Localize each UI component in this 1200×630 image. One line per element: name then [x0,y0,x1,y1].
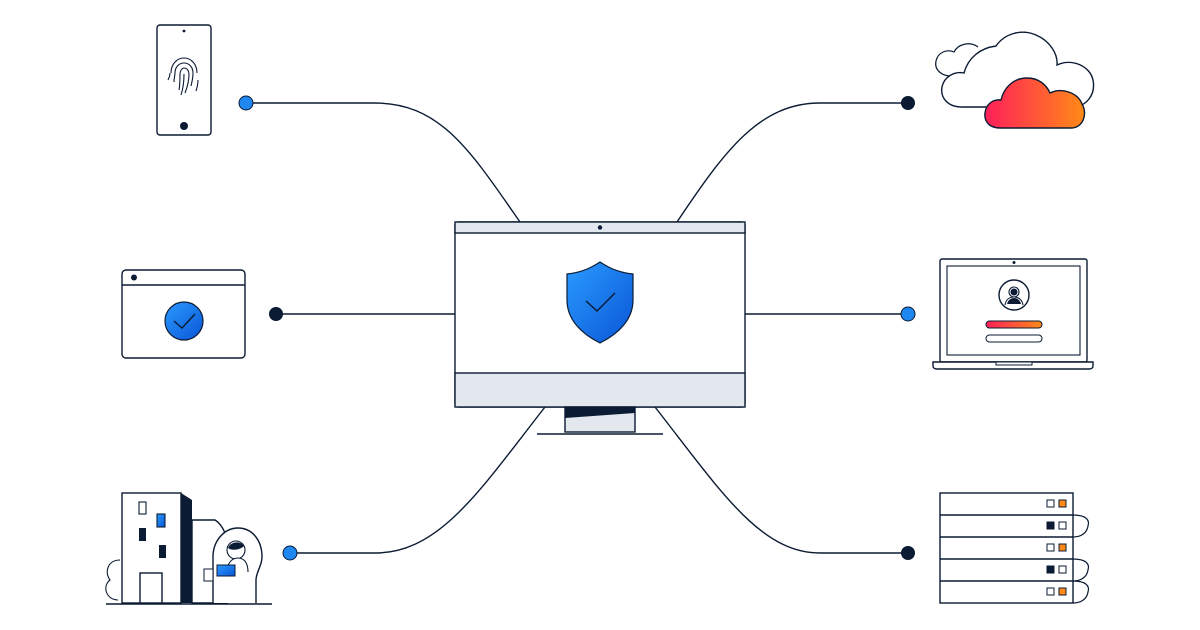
desktop-monitor-shield-icon [454,221,746,435]
orange-cloud-icon [984,77,1086,129]
connector-line-server [654,406,908,554]
fingerprint-phone-icon [156,24,212,136]
connector-dot-laptop [900,306,916,322]
shield-check-icon [566,261,634,344]
connector-dot-phone [238,95,254,111]
connector-dot-server [901,546,915,560]
server-unit-4 [1046,565,1067,574]
server-unit-5 [1046,587,1067,596]
connector-dot-building [282,545,298,561]
laptop-login-icon [932,258,1094,370]
connector-lines [246,102,908,554]
worker-laptop-icon [216,564,236,577]
connector-line-phone [246,102,521,223]
connector-line-building [290,406,546,554]
server-rack-icon [939,492,1090,604]
cloud-icon [935,31,1095,129]
connector-dot-cloud [901,96,915,110]
connector-line-cloud [676,102,908,223]
check-circle-icon [164,301,204,341]
user-avatar-icon [998,279,1030,311]
connector-dots [238,95,916,561]
verified-browser-window-icon [121,269,246,359]
connector-dot-browser [269,307,283,321]
fingerprint-icon [167,57,199,96]
office-building-remote-worker-icon [105,492,272,605]
login-password-bar [985,320,1043,329]
server-unit-3 [1046,543,1067,552]
server-unit-2 [1046,521,1067,530]
server-unit-1 [1046,499,1067,508]
login-button-bar [985,334,1043,343]
